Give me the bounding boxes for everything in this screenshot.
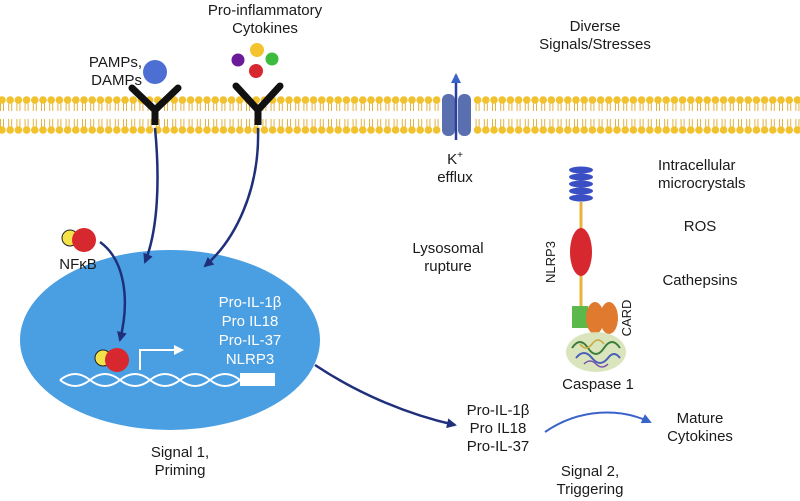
caspase-1-label: Caspase 1 xyxy=(562,376,634,393)
ros-label: ROS xyxy=(683,218,717,235)
k-efflux-label: K+ efflux xyxy=(437,150,473,186)
pamps-label: PAMPs,DAMPs xyxy=(88,54,142,89)
transcription-arrow xyxy=(139,345,184,370)
dna-helix xyxy=(59,373,275,387)
nfkb-nuclear-red xyxy=(105,348,129,372)
signal-2-label: Signal 2,Triggering xyxy=(556,463,624,498)
cytokine-ball-red xyxy=(249,64,263,78)
cathepsins-label: Cathepsins xyxy=(662,272,738,289)
pro-products-label: Pro-IL-1β Pro IL18 Pro-IL-37 xyxy=(466,402,530,455)
maturation-arrow xyxy=(544,411,652,433)
cytokine-ball-green xyxy=(265,52,279,66)
cytokine-receptor xyxy=(232,82,284,125)
nlrp3-inflammasome xyxy=(569,166,618,334)
potassium-channel xyxy=(442,73,471,140)
cell-membrane xyxy=(0,96,800,134)
signal-1-label: Signal 1,Priming xyxy=(150,444,210,479)
cytokine-signal-arrow xyxy=(203,127,260,268)
pamp-signal-arrow xyxy=(143,127,159,264)
nlrp3-vertical-label: NLRP3 xyxy=(543,241,558,283)
card-vertical-label: CARD xyxy=(619,300,634,337)
cytokine-ball-purple xyxy=(231,53,245,67)
nfkb-label: NFκB xyxy=(59,256,97,273)
caspase-1-structure xyxy=(566,332,626,372)
nfkb-red-subunit xyxy=(72,228,96,252)
pamp-ligand xyxy=(143,60,167,84)
nfkb-translocation-arrow xyxy=(99,240,127,342)
translation-arrow xyxy=(314,363,457,429)
cytokine-ball-yellow xyxy=(250,43,264,57)
nucleus-gene-list: Pro-IL-1β Pro IL18 Pro-IL-37 NLRP3 xyxy=(218,294,282,368)
pamp-receptor xyxy=(128,84,182,125)
